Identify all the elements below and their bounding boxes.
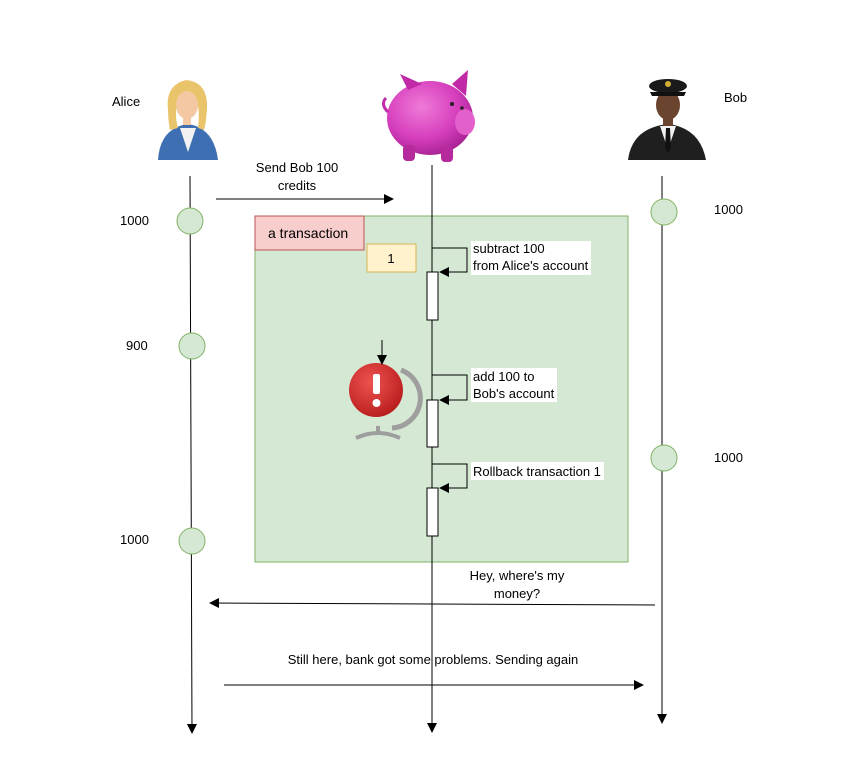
woman-avatar-icon <box>158 80 218 160</box>
alice-state-circle-3 <box>178 527 206 555</box>
bob-name: Bob <box>724 90 747 105</box>
activation-bar-1 <box>426 271 439 321</box>
piggy-bank-icon <box>381 70 475 162</box>
step3-label-bg <box>471 462 604 480</box>
step2-label-line2: Bob's account <box>473 386 555 401</box>
bob-balance-1: 1000 <box>714 202 743 217</box>
still-here-message: Still here, bank got some problems. Send… <box>288 652 579 667</box>
pilot-avatar-icon <box>628 79 706 160</box>
step1-label-bg <box>471 241 591 275</box>
step3-label: Rollback transaction 1 <box>473 464 601 479</box>
bob-state-circle-2 <box>650 444 678 472</box>
step1-label-line2: from Alice's account <box>473 258 589 273</box>
alice-name: Alice <box>112 94 140 109</box>
error-globe-icon <box>349 363 423 440</box>
transaction-title-box <box>254 215 365 251</box>
bob-state-circle-1 <box>650 198 678 226</box>
alice-lifeline <box>186 175 197 734</box>
send-message-line1: Send Bob 100 <box>256 160 338 175</box>
activation-bar-2 <box>426 399 439 448</box>
alice-state-circle-2 <box>178 332 206 360</box>
step2-label-line1: add 100 to <box>473 369 534 384</box>
transaction-id-box <box>366 243 417 273</box>
alice-balance-1: 1000 <box>120 213 149 228</box>
bob-balance-2: 1000 <box>714 450 743 465</box>
alice-state-circle-1 <box>176 207 204 235</box>
step1-label-line1: subtract 100 <box>473 241 545 256</box>
self-call-arrow-3 <box>432 463 468 493</box>
activation-bar-3 <box>426 487 439 537</box>
self-call-arrow-1 <box>432 247 468 277</box>
transaction-title: a transaction <box>268 225 348 241</box>
step2-label-bg <box>471 368 557 402</box>
self-call-arrow-2 <box>432 374 468 405</box>
where-message-line2: money? <box>494 586 540 601</box>
send-message-line2: credits <box>278 178 317 193</box>
alice-balance-3: 1000 <box>120 532 149 547</box>
where-arrow <box>209 598 656 609</box>
transaction-id: 1 <box>387 251 394 266</box>
where-message-line1: Hey, where's my <box>470 568 565 583</box>
alice-balance-2: 900 <box>126 338 148 353</box>
